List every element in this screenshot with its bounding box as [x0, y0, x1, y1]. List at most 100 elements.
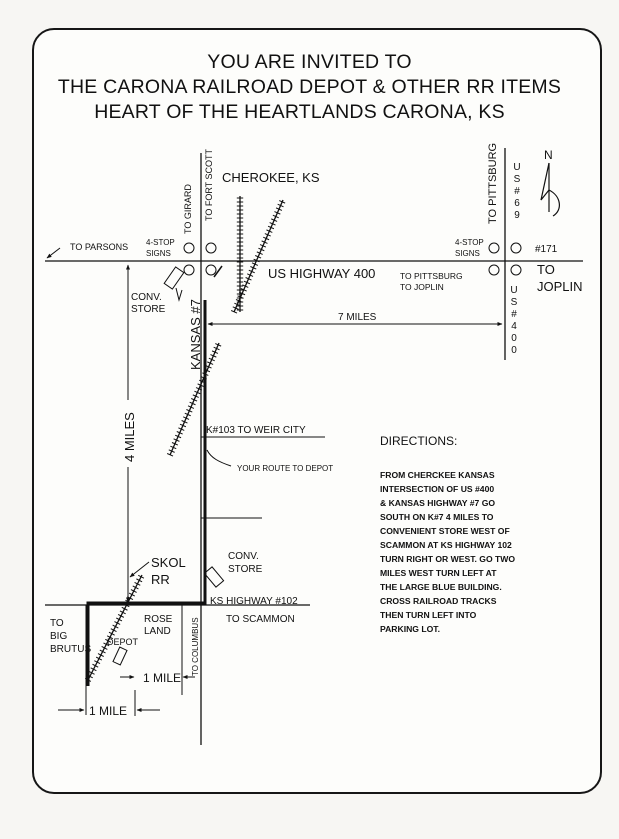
railroad-tie	[194, 390, 201, 395]
railroad-tie	[191, 398, 198, 402]
railroad-tie	[203, 368, 211, 373]
railroad-tie	[235, 299, 243, 303]
railroad-tie	[243, 280, 251, 285]
railroad-tie	[200, 376, 207, 380]
railroad-tie	[178, 427, 185, 431]
railroad-tie	[171, 442, 179, 446]
railroad-tie	[211, 350, 219, 354]
railroad-tie	[88, 670, 95, 675]
railroad-tie	[240, 288, 247, 292]
railroad-tie	[251, 262, 259, 266]
seven-miles-label: 7 MILES	[338, 312, 377, 323]
stop-sign-circle	[488, 242, 500, 254]
route-pointer	[206, 449, 232, 467]
railroad-tie	[103, 642, 110, 647]
railroad-tie	[101, 646, 108, 650]
rose-label: ROSE	[144, 614, 173, 625]
railroad-tie	[181, 420, 188, 424]
title-line-2: THE CARONA RAILROAD DEPOT & OTHER RR ITE…	[57, 76, 562, 98]
land-label: LAND	[144, 626, 171, 637]
railroad-tie	[250, 266, 257, 270]
us-highway-400-label: US HIGHWAY 400	[268, 266, 375, 281]
railroad-tie	[90, 667, 97, 672]
railroad-tie	[84, 678, 92, 682]
directions-line: SOUTH ON K#7 4 MILES TO	[380, 512, 494, 522]
railroad-tie	[173, 438, 180, 442]
stop-sign-circle	[183, 264, 195, 276]
railroad-tie	[261, 240, 268, 244]
conv-store-building	[163, 266, 185, 290]
to-joplin-2: JOPLIN	[537, 279, 583, 294]
railroad-tie	[238, 291, 246, 296]
to-columbus-label: TO COLUMBUS	[191, 617, 200, 676]
railroad-tie	[255, 255, 262, 259]
stop-sign-circle	[488, 264, 500, 276]
one-mile-label-b: 1 MILE	[89, 704, 127, 718]
railroad-tie	[210, 354, 217, 358]
railroad-tie	[245, 277, 252, 281]
railroad-tie	[128, 592, 136, 597]
stop-signs-left-2: SIGNS	[146, 249, 171, 258]
depot-label: DEPOT	[107, 637, 139, 647]
railroad-tie	[258, 247, 265, 252]
railroad-tie	[176, 431, 183, 435]
directions-line: FROM CHERCKEE KANSAS	[380, 470, 495, 480]
conv-store-top-2: STORE	[131, 304, 166, 315]
skol-pointer	[129, 561, 150, 578]
directions-line: TURN RIGHT OR WEST. GO TWO	[380, 554, 515, 564]
railroad-tie	[108, 631, 115, 636]
railroad-track	[84, 574, 145, 682]
us400-char: 0	[511, 333, 517, 344]
railroad-tie	[269, 222, 276, 226]
railroad-tie	[94, 660, 101, 665]
railroad-tie	[230, 310, 238, 314]
railroad-tie	[130, 589, 137, 593]
cherokee-label: CHEROKEE, KS	[222, 170, 320, 185]
railroad-track	[230, 199, 286, 314]
railroad-tie	[253, 258, 260, 263]
directions-line: & KANSAS HIGHWAY #7 GO	[380, 498, 495, 508]
railroad-tie	[117, 613, 125, 618]
directions-text: FROM CHERCKEE KANSAS INTERSECTION OF US …	[380, 470, 515, 634]
railroad-tie	[184, 412, 191, 417]
railroad-tie	[166, 453, 174, 457]
to-pittsburg-vertical-label: TO PITTSBURG	[487, 143, 499, 224]
railroad-tie	[187, 405, 195, 409]
railroad-tie	[174, 434, 182, 439]
us69-char: 6	[514, 198, 520, 209]
directions-line: THE LARGE BLUE BUILDING.	[380, 582, 502, 592]
railroad-tie	[123, 603, 130, 608]
depot-building	[112, 646, 128, 666]
railroad-track	[166, 342, 222, 457]
railroad-tie	[205, 365, 212, 369]
railroad-tie	[92, 663, 99, 668]
ks-highway-102-label: KS HIGHWAY #102	[210, 596, 298, 607]
to-big-brutus-3: BRUTUS	[50, 644, 91, 655]
directions-line: CONVENIENT STORE WEST OF	[380, 526, 510, 536]
stop-signs-left-1: 4-STOP	[146, 238, 175, 247]
railroad-tie	[274, 211, 281, 215]
railroad-tie	[271, 218, 278, 222]
stop-sign-circle	[510, 242, 522, 254]
railroad-tie	[202, 372, 209, 376]
railroad-tie	[247, 273, 254, 277]
railroad-tie	[267, 225, 275, 230]
to-big-brutus-1: TO	[50, 618, 64, 629]
railroad-tie	[110, 628, 117, 633]
directions-line: THEN TURN LEFT INTO	[380, 610, 477, 620]
railroad-tie	[232, 306, 239, 310]
railroad-tie	[99, 649, 106, 654]
railroad-tie	[121, 606, 128, 611]
railroad-tie	[264, 233, 271, 237]
to-girard-label: TO GIRARD	[183, 184, 193, 234]
directions-line: PARKING LOT.	[380, 624, 440, 634]
route-to-depot	[86, 300, 207, 686]
north-arrow	[540, 162, 560, 217]
conv-store-bottom-1: CONV.	[228, 551, 259, 562]
railroad-tie	[183, 416, 190, 420]
railroad-tie	[97, 653, 104, 657]
railroad-tie	[215, 343, 222, 347]
store-pointer	[175, 287, 183, 302]
stop-signs-right-2: SIGNS	[455, 249, 480, 258]
railroad-tie	[192, 394, 199, 398]
